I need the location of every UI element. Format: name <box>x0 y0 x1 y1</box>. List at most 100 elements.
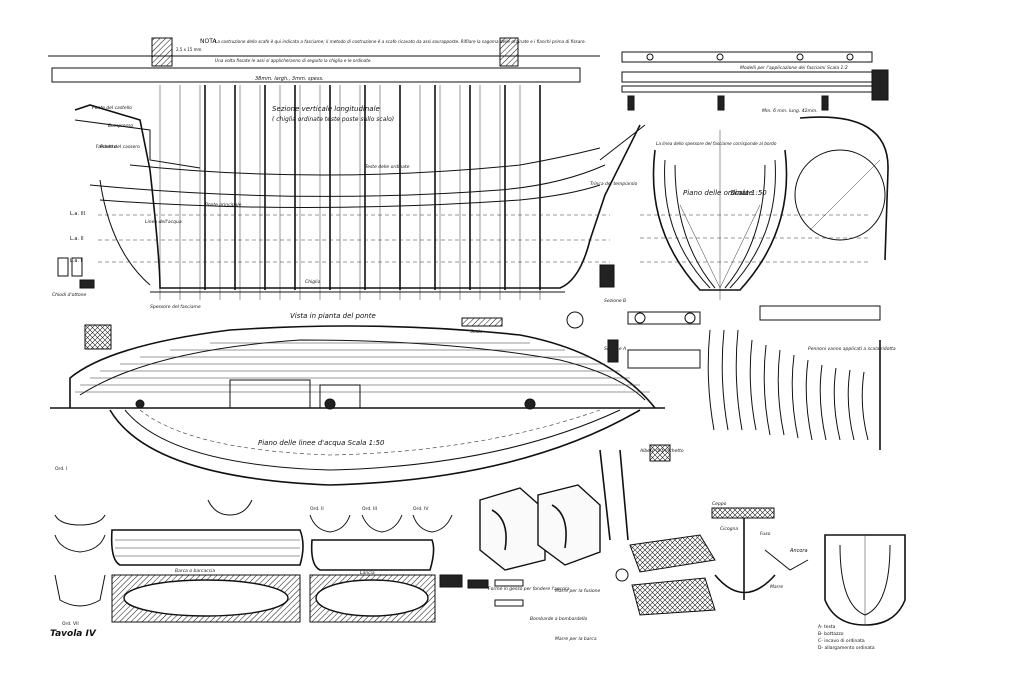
bp-diagonal-1 <box>679 204 761 289</box>
detail-hatched-block <box>84 324 112 350</box>
label-bompresso: Bompresso <box>108 123 133 129</box>
legend-d: D- allargamento ordinata <box>818 645 875 651</box>
label-falchetto: Falchetto <box>96 144 117 150</box>
plank-dims: 38mm. largh., 3mm. spess. <box>255 76 324 82</box>
note-body: La costruzione dello scafo è qui indicat… <box>215 39 586 44</box>
ord-7: Ord. VII <box>62 621 79 627</box>
frame-templates <box>54 499 453 607</box>
bolt-4 <box>846 53 854 61</box>
lancia-profile <box>310 539 435 571</box>
sheer-line <box>89 164 606 197</box>
cleat-detail <box>607 339 619 363</box>
body-plan-scale: Scala 1:50 <box>730 189 767 197</box>
stern-view: A- testa B- bottazzo C- incavo di ordina… <box>818 534 906 651</box>
sheave-1 <box>615 568 629 582</box>
bolt-3 <box>796 53 804 61</box>
block-detail <box>599 264 615 288</box>
bolt-1 <box>646 53 654 61</box>
anchor-stock <box>711 507 775 519</box>
ceppo-label: Ceppo <box>712 501 727 507</box>
deck-inner-line <box>79 339 646 401</box>
waterline-plan-inner <box>124 409 621 471</box>
model-strip-3 <box>621 85 873 93</box>
boats-section: Barca o barcaccia Lancia Ord. I Ord. II … <box>50 466 453 639</box>
deck-outline-upper <box>69 325 656 409</box>
bp-frame-2 <box>674 164 716 289</box>
fuso-label: Fuso <box>760 531 771 537</box>
windlass-drum-1 <box>634 312 646 324</box>
mold-block-2 <box>537 484 601 566</box>
cicogna-label: Cicogna <box>720 526 738 532</box>
castle-line <box>74 119 201 169</box>
gun-carriage-2 <box>467 579 489 589</box>
bp-outer-hull <box>652 149 788 291</box>
sezione-b: Sezione B <box>604 298 626 304</box>
second-anchor <box>764 549 809 571</box>
hatched-post-right <box>499 37 519 67</box>
bulwark-line <box>129 147 601 176</box>
windlass-drum-2 <box>684 312 696 324</box>
waterline-plan-dash <box>139 409 601 456</box>
bp-frame-1 <box>664 159 711 289</box>
model-strip-1 <box>621 51 873 63</box>
waterline-plan-outline <box>109 409 641 486</box>
lancia-plan-hull <box>315 579 429 617</box>
deck-line <box>99 184 601 208</box>
detail-block-a <box>57 257 69 277</box>
screw-3 <box>821 95 829 111</box>
model-strip-2 <box>621 71 873 83</box>
bp-frame-4 <box>724 164 766 289</box>
gun-barrel-1 <box>494 579 524 587</box>
label-wl1: L.a. I <box>70 258 82 264</box>
plan-title: Vista in pianta del ponte <box>290 312 376 320</box>
barca-note: Marre per la barca <box>555 636 597 642</box>
bp-frame-3 <box>729 159 776 289</box>
mast-step-box <box>649 444 671 462</box>
windlass-bar <box>627 311 701 325</box>
dimens-note: Mm. 6 mm. lung. 42mm. <box>762 108 818 114</box>
label-ponte-castello: Ponte del castello <box>92 105 132 111</box>
capstan-details <box>566 264 701 369</box>
label-ordinate: Teste delle ordinate <box>365 164 410 170</box>
barca-profile <box>110 529 304 566</box>
label-trincarino: Trinca del tempiarsio <box>590 181 638 187</box>
cross-section-plank <box>759 305 881 321</box>
hull-outline <box>74 104 641 289</box>
lancia-title: Lancia <box>360 570 375 576</box>
body-plan: Piano delle ordinate Scala 1:50 La linea… <box>640 116 889 300</box>
mast-step-3 <box>135 399 145 409</box>
hatched-post-left <box>151 37 173 67</box>
stern-curve <box>99 179 151 286</box>
scala-bar <box>461 317 503 327</box>
mast-step-1 <box>324 398 336 410</box>
screw-2 <box>717 95 725 111</box>
oar-1 <box>599 449 611 541</box>
label-chiglia: Chiglia <box>305 279 321 285</box>
legend-b: B- bottazzo <box>818 631 844 637</box>
label-wl2: L.a. II <box>70 236 84 242</box>
longitudinal-section: Sezione verticale longitudinale ( chigli… <box>52 85 646 310</box>
section-subtitle: ( chiglia ordinate teste poste sullo sca… <box>272 116 394 123</box>
fittings: Bombarde a bombardello Albero di trinche… <box>439 444 716 622</box>
scala-label: Scala <box>470 329 482 335</box>
mold-block-1 <box>479 487 546 571</box>
sheet-label: Tavola IV <box>50 629 97 639</box>
label-chiodi: Chiodi d'ottone <box>52 292 87 298</box>
rudder-arc <box>794 149 886 241</box>
label-ponte-cassero: Ponte del cassero <box>100 144 140 150</box>
detail-block-b <box>71 257 83 277</box>
note-header: NOTA <box>200 38 217 45</box>
rudder-diagonal <box>809 159 881 231</box>
screw-1 <box>627 95 635 111</box>
clamp-right <box>871 69 889 101</box>
oar-2 <box>619 449 629 541</box>
stern-profile <box>799 116 889 261</box>
station-lines <box>159 85 541 300</box>
waterlines-title: Piano delle linee d'acqua Scala 1:50 <box>258 439 385 447</box>
spars-group: Pennoni vanno applicati a scala ridotta <box>707 305 896 450</box>
detail-block-c <box>79 279 95 289</box>
bombarda-label: Bombarde a bombardello <box>530 616 588 622</box>
ord-1: Ord. I <box>55 466 67 472</box>
grating-2 <box>631 577 716 616</box>
